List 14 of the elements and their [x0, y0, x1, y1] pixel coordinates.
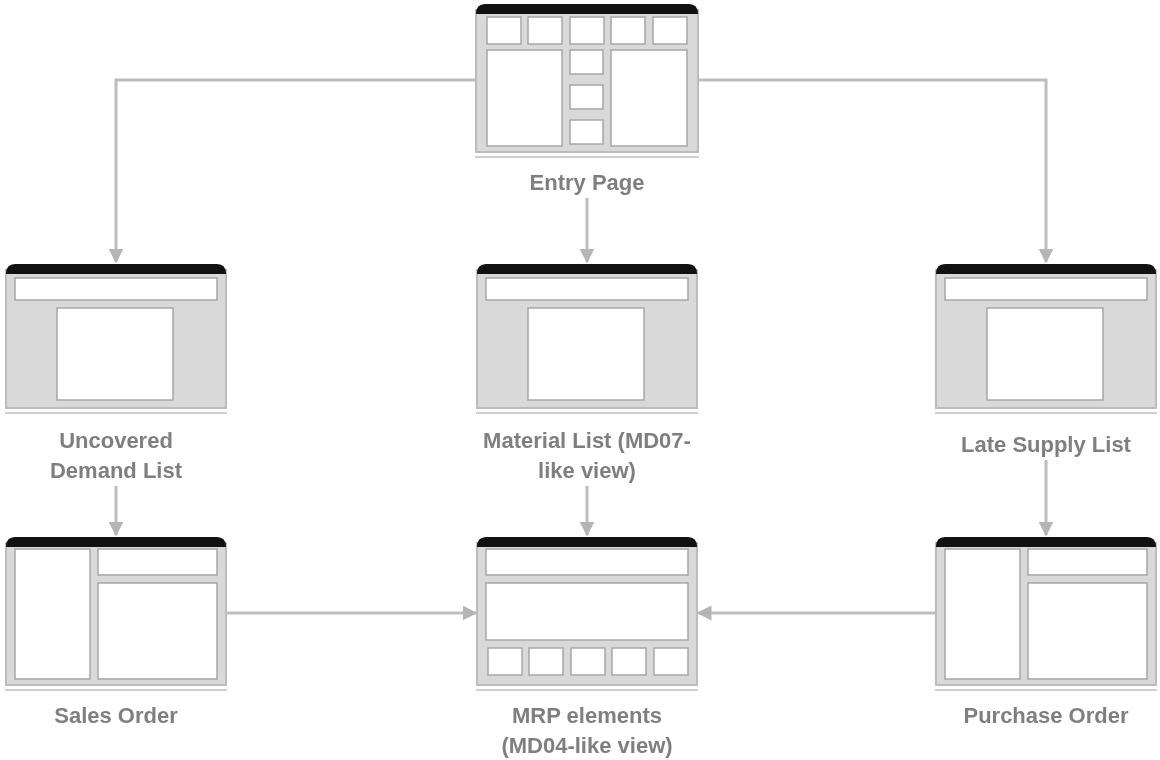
screen-title: Sales Order [54, 702, 178, 730]
screen-title: MRP elements (MD04-like view) [500, 702, 674, 760]
screen-title: Purchase Order [963, 702, 1129, 730]
arrow [108, 486, 124, 537]
screen-title: Material List (MD07-like view) [482, 427, 692, 485]
screen-title: Late Supply List [961, 431, 1131, 459]
arrow [699, 78, 1054, 264]
arrow [579, 198, 595, 264]
arrow [108, 78, 475, 264]
arrow [579, 486, 595, 537]
arrow [227, 605, 478, 621]
screen-title: Entry Page [529, 169, 645, 197]
arrow [1038, 460, 1054, 537]
screen-title: Uncovered Demand List [49, 427, 183, 485]
